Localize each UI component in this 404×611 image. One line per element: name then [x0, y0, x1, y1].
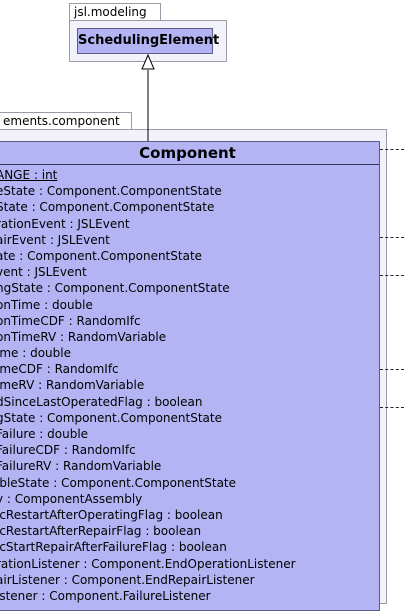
attribute-row: dSinceLastOperatedFlag : boolean	[0, 394, 203, 409]
attribute-row: imeRV : RandomVariable	[0, 378, 145, 393]
attribute-row: FailureCDF : RandomIfc	[0, 443, 136, 458]
attribute-list: ANGE : int eState : Component.ComponentSt…	[0, 165, 379, 604]
attribute-row: onTimeCDF : RandomIfc	[0, 313, 141, 328]
association-line	[380, 149, 404, 150]
attribute-row: ime : double	[0, 346, 71, 361]
attribute-row: istener : Component.FailureListener	[0, 588, 211, 603]
association-line	[380, 369, 404, 370]
attribute-row: onTimeRV : RandomVariable	[0, 329, 167, 344]
attribute-row: ANGE : int	[0, 168, 58, 182]
association-line	[380, 275, 404, 276]
attribute-row: ate : Component.ComponentState	[0, 248, 203, 263]
association-line	[380, 237, 404, 238]
class-scheduling-element[interactable]: SchedulingElement	[77, 28, 219, 54]
attribute-row: Failure : double	[0, 427, 89, 441]
attribute-row: eState : Component.ComponentState	[0, 184, 222, 199]
attribute-row: onTime : double	[0, 297, 93, 312]
attribute-row: airEvent : JSLEvent	[0, 232, 110, 247]
attribute-row: rationEvent : JSLEvent	[0, 216, 130, 231]
class-component-title: Component	[0, 142, 379, 165]
attribute-row: ngState : Component.ComponentState	[0, 281, 230, 296]
class-component[interactable]: Component ANGE : int eState : Component.C…	[0, 141, 380, 611]
attribute-row: ibleState : Component.ComponentState	[0, 475, 237, 490]
attribute-row: vent : JSLEvent	[0, 265, 87, 280]
attribute-row: rationListener : Component.EndOperationL…	[0, 556, 296, 571]
attribute-row: y : ComponentAssembly	[0, 491, 143, 506]
attribute-row: imeCDF : RandomIfc	[0, 362, 119, 377]
attribute-row: icRestartAfterOperatingFlag : boolean	[0, 507, 223, 522]
attribute-row: State : Component.ComponentState	[0, 200, 215, 215]
attribute-row: FailureRV : RandomVariable	[0, 459, 162, 474]
association-line	[380, 407, 404, 408]
attribute-row: gState : Component.ComponentState	[0, 410, 222, 425]
attribute-row: icStartRepairAfterFailureFlag : boolean	[0, 540, 227, 555]
attribute-row: airListener : Component.EndRepairListene…	[0, 572, 255, 587]
attribute-row: icRestartAfterRepairFlag : boolean	[0, 524, 202, 539]
generalization-arrow	[141, 53, 155, 141]
